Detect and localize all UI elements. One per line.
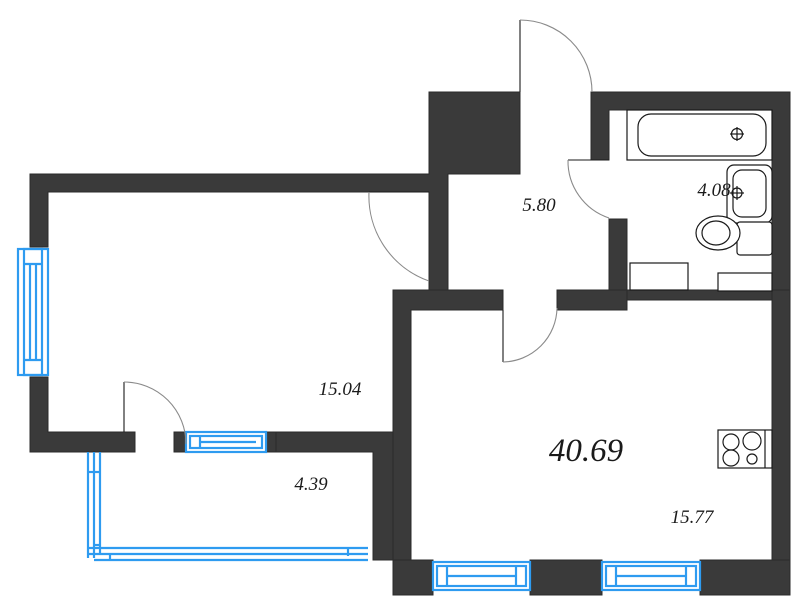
balcony-glazing-bottom [88, 546, 368, 562]
wall-kitchen-top-right [556, 289, 628, 311]
balcony-door [184, 430, 268, 454]
room-area-label-hall: 5.80 [522, 195, 556, 216]
room-area-label-bathroom: 4.08 [697, 180, 731, 201]
washing-machine [629, 262, 689, 291]
balcony-glazing-left [86, 452, 102, 558]
toilet [695, 215, 773, 256]
room-area-label-kitchen: 15.77 [671, 507, 715, 528]
walls-group [29, 91, 791, 596]
cooktop [717, 429, 773, 469]
wall-balcony-door-jamb-right [265, 431, 277, 453]
bathroom-cabinet [717, 272, 773, 292]
wall-kitchen-bottom-mid [529, 559, 603, 596]
area-labels-group: 40.69 15.04 15.77 5.80 4.08 4.39 [294, 180, 731, 528]
kitchen-fixtures-group [717, 429, 773, 469]
living-room-door [368, 191, 430, 282]
washbasin [726, 164, 773, 224]
wall-balcony-door-jamb-left [173, 431, 187, 453]
glazing-group [16, 247, 702, 592]
wall-living-top [29, 91, 521, 291]
wall-kitchen-right [771, 289, 791, 596]
wall-living-left-lower [29, 376, 136, 453]
door-swings-group [123, 19, 610, 445]
bathroom-door [567, 159, 610, 219]
bathtub [626, 109, 773, 161]
room-area-label-balcony: 4.39 [294, 474, 328, 495]
wall-living-bottom [265, 431, 394, 561]
wall-kitchen-bottom-left [392, 559, 434, 596]
balcony-door-swing [123, 381, 187, 445]
entrance-door [519, 19, 593, 93]
kitchen-door [502, 307, 558, 363]
living-window-left [16, 247, 50, 377]
bathroom-fixtures-group [626, 109, 773, 292]
room-area-label-living: 15.04 [319, 379, 362, 400]
kitchen-window-left [431, 560, 532, 592]
wall-kitchen-top [392, 289, 504, 561]
wall-kitchen-bottom-right [699, 559, 791, 596]
kitchen-window-right [600, 560, 702, 592]
total-area-label: 40.69 [549, 433, 623, 469]
